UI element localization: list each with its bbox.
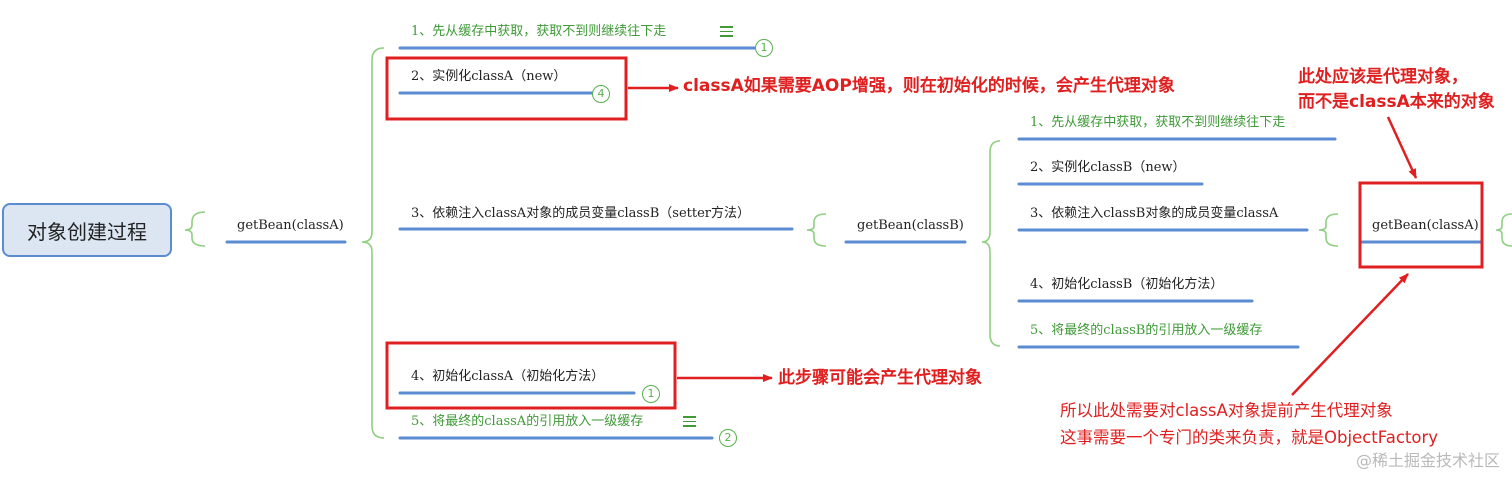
node-classA-step4[interactable]: 4、初始化classA（初始化方法）	[411, 369, 605, 384]
badge-classA-step5: 2	[719, 429, 737, 447]
brackets	[184, 47, 1512, 439]
notes-icon[interactable]	[720, 26, 733, 40]
node-classA-step3[interactable]: 3、依赖注入classA对象的成员变量classB（setter方法）	[411, 206, 750, 221]
bracket-classA-steps	[361, 47, 385, 439]
annotation-factory-line2: 这事需要一个专门的类来负责，就是ObjectFactory	[1060, 428, 1439, 447]
node-getbean-classB[interactable]: getBean(classB)	[857, 218, 964, 233]
badge-classA-step4: 1	[642, 385, 660, 403]
bracket-classA-again	[1495, 213, 1512, 247]
bracket-classA-step3	[806, 213, 827, 247]
highlight-boxes	[385, 56, 1484, 410]
node-getbean-classA[interactable]: getBean(classA)	[237, 218, 344, 233]
badge-classA-step2: 4	[592, 85, 610, 103]
node-underlines	[225, 46, 1482, 440]
annotation-proxy-here-line2: 而不是classA本来的对象	[1298, 92, 1495, 112]
node-classA-step5[interactable]: 5、将最终的classA的引用放入一级缓存	[411, 414, 644, 429]
annotation-maybe-proxy: 此步骤可能会产生代理对象	[778, 368, 982, 388]
node-classB-step5[interactable]: 5、将最终的classB的引用放入一级缓存	[1030, 323, 1263, 338]
node-classA-step1[interactable]: 1、先从缓存中获取，获取不到则继续往下走	[411, 24, 667, 39]
node-classA-step2[interactable]: 2、实例化classA（new）	[411, 69, 567, 84]
annotation-aop: classA如果需要AOP增强，则在初始化的时候，会产生代理对象	[683, 76, 1175, 96]
root-node-object-creation[interactable]: 对象创建过程	[2, 203, 172, 257]
highlight-classA-step4	[385, 341, 677, 410]
node-getbean-classA-again[interactable]: getBean(classA)	[1372, 218, 1479, 233]
node-classB-step4[interactable]: 4、初始化classB（初始化方法）	[1030, 277, 1224, 292]
arrow-factory-note-to-box	[1291, 273, 1409, 396]
node-classB-step2[interactable]: 2、实例化classB（new）	[1030, 160, 1186, 175]
node-classB-step1[interactable]: 1、先从缓存中获取，获取不到则继续往下走	[1030, 115, 1286, 130]
badge-classA-step1: 1	[755, 39, 773, 57]
arrow-proxy-note-to-box	[1386, 116, 1418, 179]
red-arrows	[628, 84, 1418, 396]
annotation-factory-line1: 所以此处需要对classA对象提前产生代理对象	[1060, 401, 1393, 420]
annotation-proxy-here-line1: 此处应该是代理对象，	[1298, 67, 1468, 87]
bracket-classB-step3	[1318, 213, 1339, 247]
notes-icon[interactable]	[683, 416, 696, 430]
bracket-classB-steps	[981, 140, 1001, 347]
watermark: @稀土掘金技术社区	[1355, 451, 1500, 470]
highlight-classA-step2	[385, 56, 628, 121]
bracket-root	[184, 211, 206, 247]
highlight-getbean-classA-again	[1358, 181, 1484, 269]
node-classB-step3[interactable]: 3、依赖注入classB对象的成员变量classA	[1030, 206, 1279, 221]
